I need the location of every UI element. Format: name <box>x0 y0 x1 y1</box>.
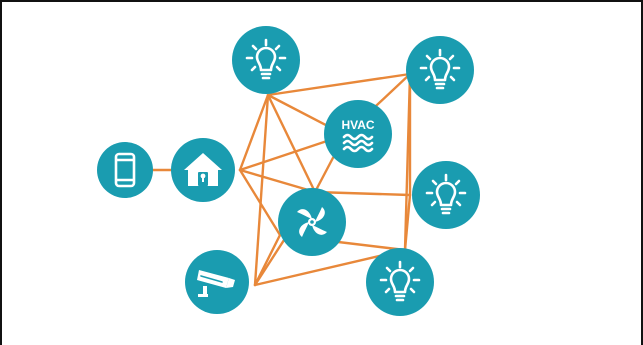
home-node <box>171 138 235 202</box>
hvac-icon: HVAC <box>341 118 375 153</box>
fan-icon <box>297 207 327 237</box>
lightbulb-node <box>232 26 300 94</box>
lightbulb-node <box>412 161 480 229</box>
fan-node <box>278 188 346 256</box>
camera-node <box>185 250 249 314</box>
smartphone-node <box>97 142 153 198</box>
smartphone-icon <box>114 152 136 188</box>
hvac-label: HVAC <box>341 118 374 132</box>
lightbulb-node <box>406 36 474 104</box>
home-lock-icon <box>184 153 222 186</box>
clip-mask <box>481 150 501 240</box>
lightbulb-node <box>366 248 434 316</box>
hvac-node: HVAC <box>324 100 392 168</box>
security-camera-icon <box>197 270 235 297</box>
